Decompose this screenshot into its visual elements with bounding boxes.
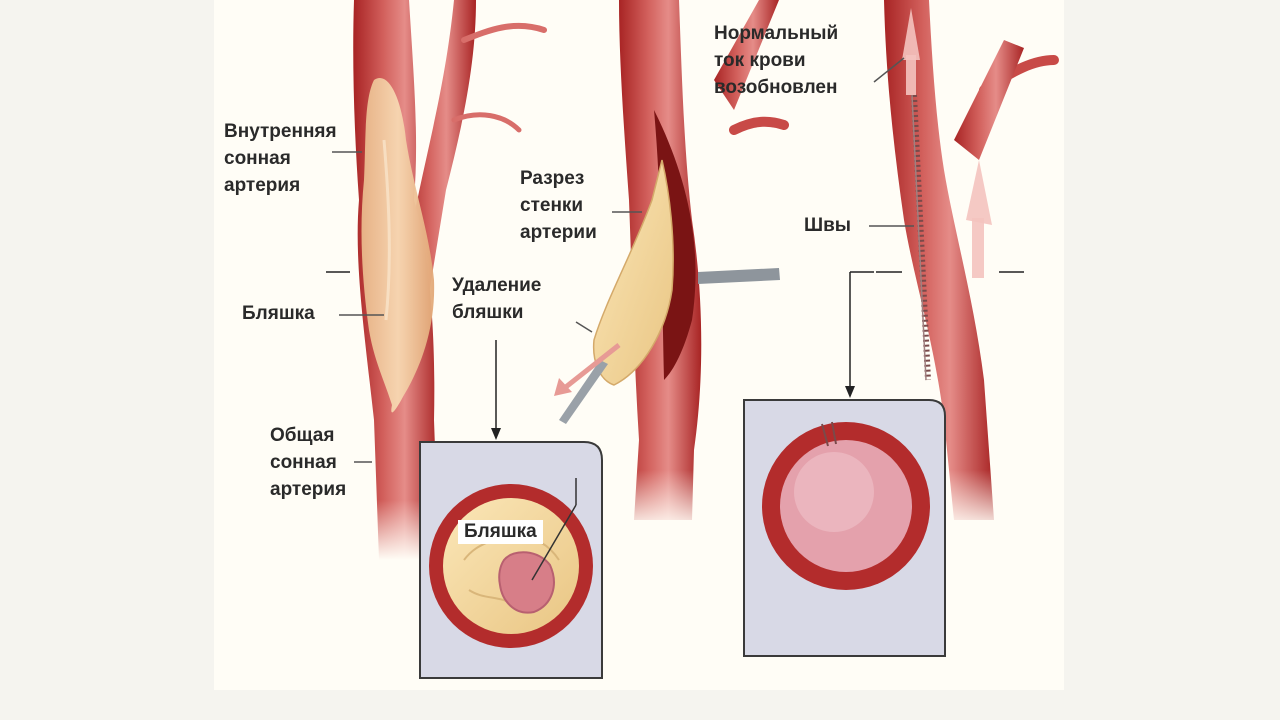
right-artery <box>845 0 1059 530</box>
label-plaque-removal: Удаление бляшки <box>448 272 546 326</box>
label-sutures: Швы <box>804 215 851 236</box>
label-normal-flow: Нормальный ток крови возобновлен <box>714 23 839 98</box>
label-internal-carotid: Внутренняя сонная артерия <box>224 121 337 196</box>
label-common-carotid: Общая сонная артерия <box>270 425 347 500</box>
label-incision: Разрез стенки артерии <box>520 168 597 243</box>
inset-normal-lumen <box>743 399 946 657</box>
arrow-up-icon <box>902 8 992 278</box>
illustration-panel: Внутренняя сонная артерия Бляшка Общая с… <box>214 0 1064 690</box>
surgical-instrument-icon <box>559 268 780 424</box>
arrow-down-left-icon <box>554 343 621 396</box>
inset-plaque-cross-section <box>419 441 603 679</box>
left-artery <box>326 0 547 560</box>
middle-artery <box>491 0 789 530</box>
label-plaque: Бляшка <box>242 303 315 324</box>
endarterectomy-illustration <box>326 0 1059 679</box>
label-plaque-cross-section: Бляшка <box>458 520 543 544</box>
